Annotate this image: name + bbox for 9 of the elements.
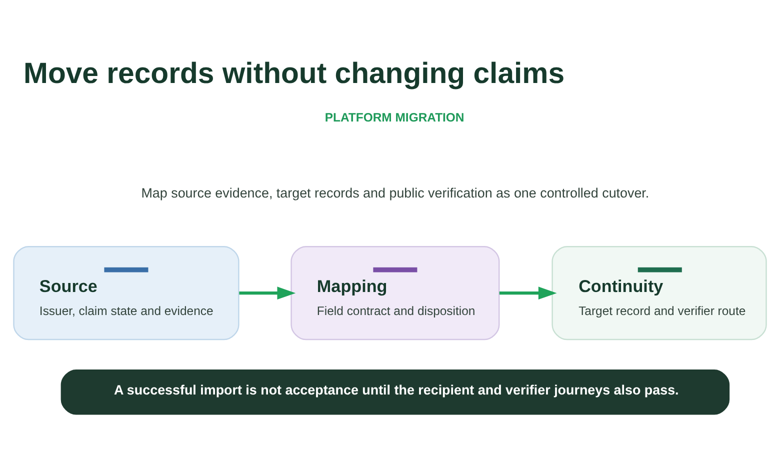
- node-box: Source Issuer, claim state and evidence: [13, 246, 240, 340]
- node-box: Continuity Target record and verifier route: [552, 246, 767, 340]
- node-box: Mapping Field contract and disposition: [290, 246, 500, 340]
- label: PLATFORM MIGRATION: [324, 110, 464, 124]
- label: Map source evidence, target records and public verification as one controlled cutover.: [141, 185, 650, 200]
- arrow: [499, 286, 557, 300]
- diagram-title: Move records without changing claims: [24, 57, 565, 90]
- arrow: [239, 286, 296, 300]
- node-box: A successful import is not acceptance until the recipient and verifier journeys also pass.: [60, 369, 730, 415]
